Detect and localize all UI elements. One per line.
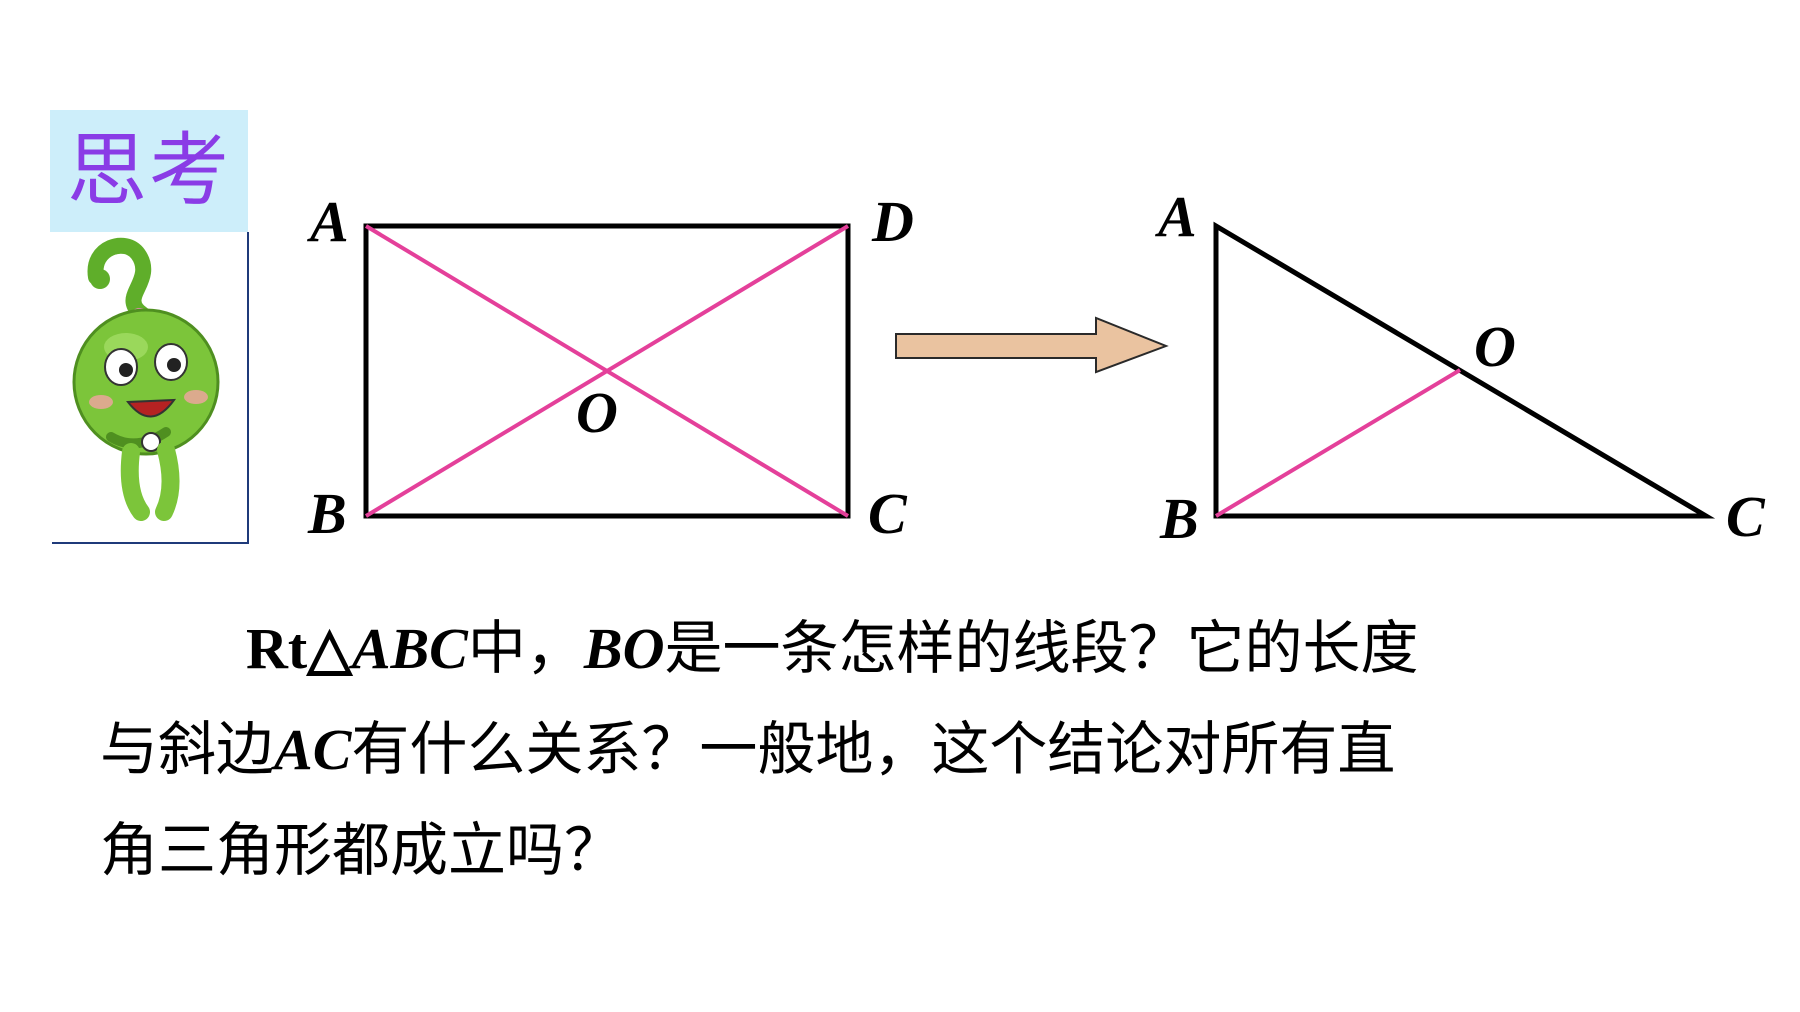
question-line-1: Rt△ABC中，BO是一条怎样的线段？它的长度 <box>100 598 1740 699</box>
question-part: 中， <box>467 614 584 682</box>
rect-label-c: C <box>868 481 908 546</box>
right-arrow-icon <box>895 316 1169 374</box>
rect-label-b: B <box>307 481 347 546</box>
question-part: 是一条怎样的线段？它的长度 <box>664 614 1419 682</box>
question-line-3: 角三角形都成立吗？ <box>100 800 1740 900</box>
triangle-name: ABC <box>351 616 468 681</box>
question-mark-stem <box>87 237 152 322</box>
question-mascot-icon <box>72 237 220 521</box>
mascot-frame <box>52 232 249 544</box>
question-line-2: 与斜边AC有什么关系？一般地，这个结论对所有直 <box>100 699 1740 800</box>
tri-label-b: B <box>1159 486 1199 551</box>
tri-label-c: C <box>1726 484 1766 549</box>
question-part: 角三角形都成立吗？ <box>100 816 623 884</box>
segment-bo <box>1214 368 1462 518</box>
segment-name-bo: BO <box>583 616 665 681</box>
question-mark-dot <box>90 269 110 289</box>
rect-label-a: A <box>307 189 349 254</box>
question-part: 与斜边 <box>100 715 275 783</box>
diagonal-bd <box>364 224 850 518</box>
mascot-mouth <box>126 398 177 418</box>
think-label: 思考 <box>50 110 248 232</box>
tri-label-a: A <box>1155 184 1197 249</box>
tri-label-o: O <box>1474 314 1516 379</box>
segment-name-ac: AC <box>274 717 352 782</box>
question-text: Rt△ABC中，BO是一条怎样的线段？它的长度 与斜边AC有什么关系？一般地，这… <box>100 598 1740 900</box>
rect-label-o: O <box>576 380 618 445</box>
triangle-abc <box>1213 221 1716 519</box>
rt-triangle-symbol: Rt△ <box>246 616 352 681</box>
rect-label-d: D <box>871 189 914 254</box>
rectangle-abcd <box>363 223 851 519</box>
question-part: 有什么关系？一般地，这个结论对所有直 <box>351 715 1396 783</box>
